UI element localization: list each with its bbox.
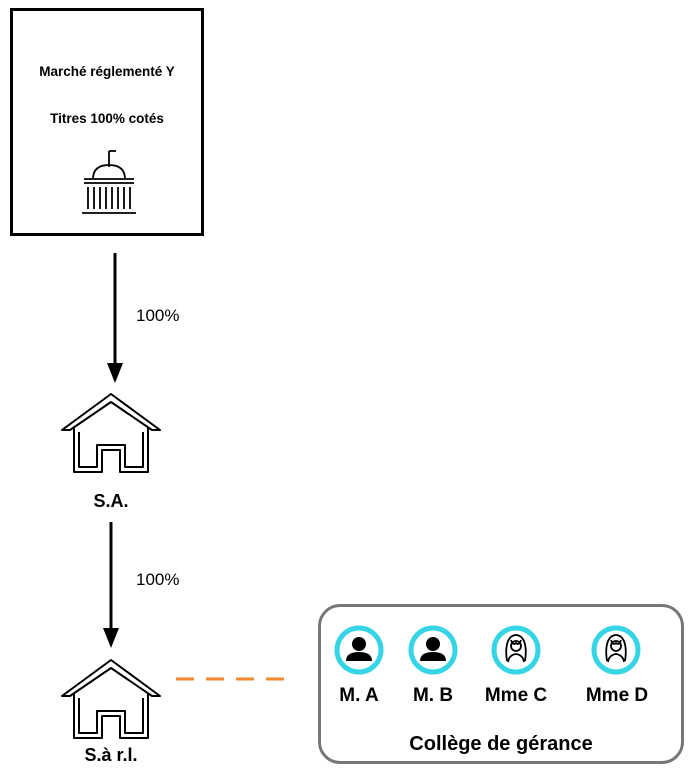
male-person-icon — [408, 625, 458, 675]
ownership-arrow-sa-sarl — [103, 522, 119, 648]
entity-label-sarl: S.à r.l. — [84, 745, 138, 765]
female-person-icon — [491, 625, 541, 675]
market-box: Marché réglementé Y Titres 100% cotés — [10, 8, 204, 236]
college-title: Collège de gérance — [409, 733, 593, 755]
member-name: M. B — [412, 685, 454, 706]
ownership-percentage: 100% — [136, 570, 180, 589]
house-icon — [61, 659, 161, 739]
market-title: Marché réglementé Y — [39, 64, 175, 79]
ownership-percentage: 100% — [136, 306, 180, 325]
management-dashed-link — [176, 677, 284, 681]
house-icon — [61, 393, 161, 473]
stock-exchange-building-icon — [82, 150, 136, 214]
member-name: Mme C — [484, 685, 548, 706]
female-person-icon — [591, 625, 641, 675]
member-name: M. A — [339, 685, 379, 706]
male-person-icon — [334, 625, 384, 675]
member-name: Mme D — [585, 685, 649, 706]
ownership-arrow-market-sa — [107, 253, 123, 383]
market-subtitle: Titres 100% cotés — [50, 111, 164, 126]
entity-label-sa: S.A. — [93, 491, 129, 511]
